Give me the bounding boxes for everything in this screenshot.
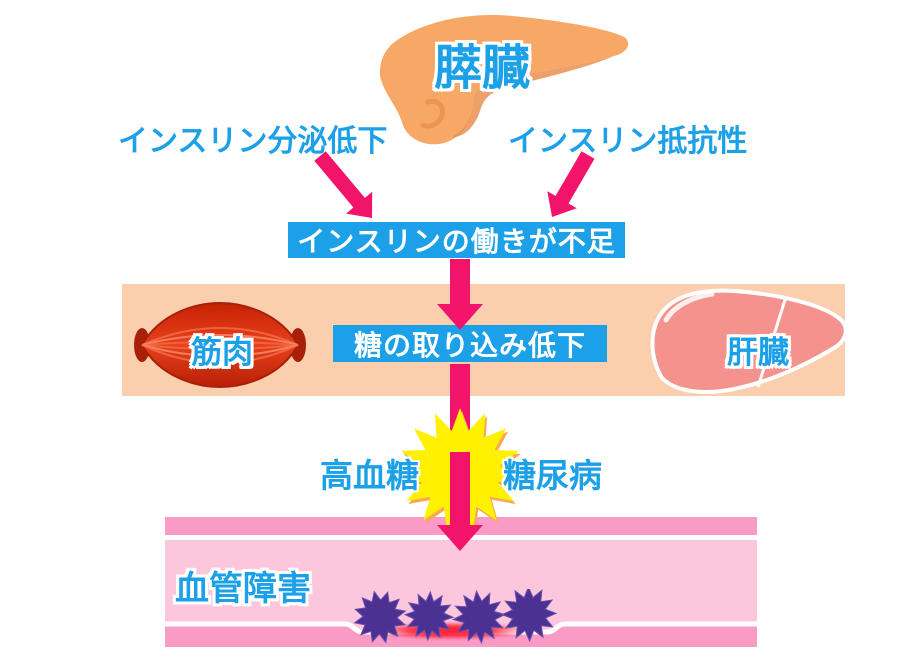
plaque-spike-icon bbox=[403, 590, 455, 642]
plaque-spike-icon bbox=[451, 589, 507, 645]
glucose-uptake-box: 糖の取り込み低下 bbox=[333, 325, 607, 362]
insulin-secretion-label: インスリン分泌低下 bbox=[118, 124, 388, 159]
insulin-resistance-label: インスリン抵抗性 bbox=[508, 124, 748, 159]
hyperglycemia-label: 高血糖 bbox=[320, 456, 419, 495]
plaque-spike-icons bbox=[353, 589, 558, 645]
arrow-secretion-down bbox=[314, 151, 373, 218]
vascular-damage-label: 血管障害 bbox=[175, 569, 311, 609]
muscle-icon bbox=[134, 301, 306, 389]
blood-vessel-illustration: 血管障害 bbox=[165, 517, 757, 647]
insulin-shortage-box: インスリンの働きが不足 bbox=[288, 222, 625, 258]
plaque-spike-icon bbox=[353, 590, 407, 644]
pancreas-label: 膵臓 bbox=[433, 40, 530, 96]
arrow-resistance-down bbox=[547, 151, 595, 217]
liver-label: 肝臓 bbox=[727, 335, 789, 371]
liver-icon bbox=[650, 288, 848, 394]
diabetes-label: 糖尿病 bbox=[503, 456, 602, 495]
plaque-spike-icon bbox=[500, 589, 558, 643]
muscle-label: 筋肉 bbox=[191, 335, 253, 371]
pancreas-organ-icon bbox=[379, 15, 629, 145]
